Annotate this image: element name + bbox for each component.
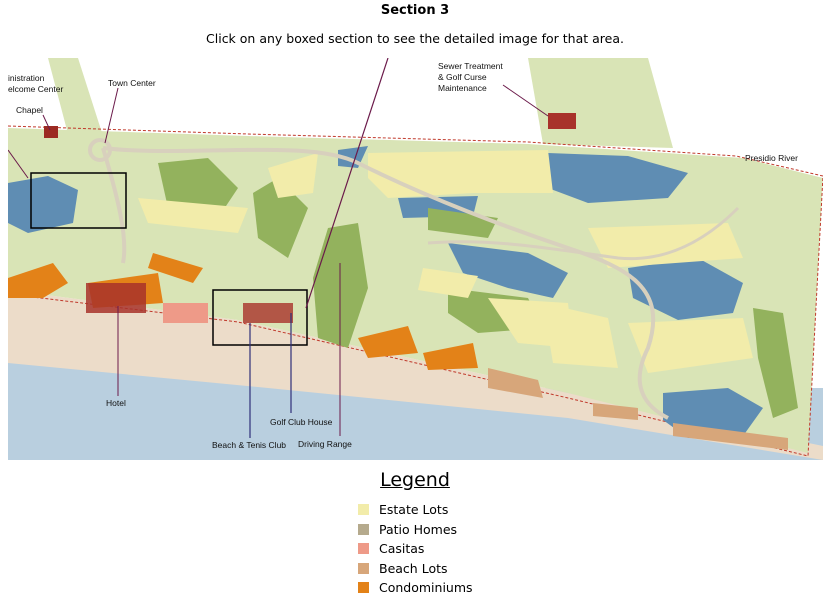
instructions-text: Click on any boxed section to see the de… (206, 31, 624, 46)
estate-lots (418, 268, 478, 298)
legend-label: Patio Homes (379, 521, 458, 537)
chapel-building (44, 126, 58, 138)
map-label-welcome-center: elcome Center (8, 84, 63, 94)
beach-lots (488, 368, 543, 398)
legend-swatch (358, 543, 369, 555)
page-title: Section 3 (380, 3, 450, 18)
sewer-area (528, 58, 673, 148)
beach-lots (593, 403, 638, 420)
club-building (243, 303, 293, 323)
legend-swatch (358, 582, 369, 594)
lake (548, 153, 688, 203)
boxed-section-chapel[interactable] (30, 172, 127, 229)
estate-lots (138, 198, 248, 233)
legend-label: Casitas (379, 541, 425, 557)
leader-line (42, 114, 51, 131)
lake (628, 258, 743, 320)
fairway (253, 178, 308, 258)
legend-item: Casitas (358, 539, 473, 559)
fairway (753, 308, 798, 418)
leader-line (8, 149, 29, 179)
legend-item: Condominiums (358, 578, 473, 598)
casitas (163, 303, 208, 323)
lake (448, 243, 568, 298)
leader-line (305, 58, 389, 309)
map-label-golf-club-house: Golf Club House (270, 417, 333, 427)
legend-title: Legend (380, 469, 450, 491)
beach-lots (673, 423, 788, 450)
map-label-hotel: Hotel (106, 398, 126, 408)
legend-item: Patio Homes (358, 520, 473, 540)
map-label-sewer-1: Sewer Treatment (438, 61, 503, 71)
estate-lots (628, 318, 753, 373)
boxed-section-beach-club[interactable] (212, 289, 308, 346)
legend-item: Beach Lots (358, 559, 473, 579)
lake (8, 176, 78, 233)
leader-line (502, 84, 549, 117)
hotel-building (86, 283, 146, 313)
map-label-sewer-3: Maintenance (438, 83, 487, 93)
legend-swatch (358, 562, 369, 574)
map-label-presidio-river: Presidio River (745, 153, 798, 163)
leader-line (104, 87, 119, 144)
estate-lots (368, 150, 553, 198)
legend-label: Beach Lots (379, 560, 448, 576)
map-label-town-center: Town Center (108, 78, 156, 88)
condominiums (148, 253, 203, 283)
map-label-chapel: Chapel (16, 105, 43, 115)
map-label-beach-tennis: Beach & Tenis Club (212, 440, 286, 450)
map-label-sewer-2: & Golf Curse (438, 72, 487, 82)
condominiums (358, 326, 418, 358)
condominiums (8, 263, 68, 298)
sewer-building (548, 113, 576, 129)
legend-label: Estate Lots (379, 502, 449, 518)
roundabout (88, 138, 112, 162)
legend-swatch (358, 504, 369, 516)
map-label-administration: inistration (8, 73, 45, 83)
map-label-driving-range: Driving Range (298, 439, 352, 449)
legend-label: Condominiums (379, 580, 473, 596)
legend-item: Estate Lots (358, 500, 473, 520)
site-map: inistration elcome Center Chapel Town Ce… (8, 58, 823, 460)
road (102, 146, 669, 420)
legend-swatch (358, 523, 369, 535)
condominiums (423, 343, 478, 370)
estate-lots (268, 153, 318, 198)
estate-lots (543, 303, 618, 368)
